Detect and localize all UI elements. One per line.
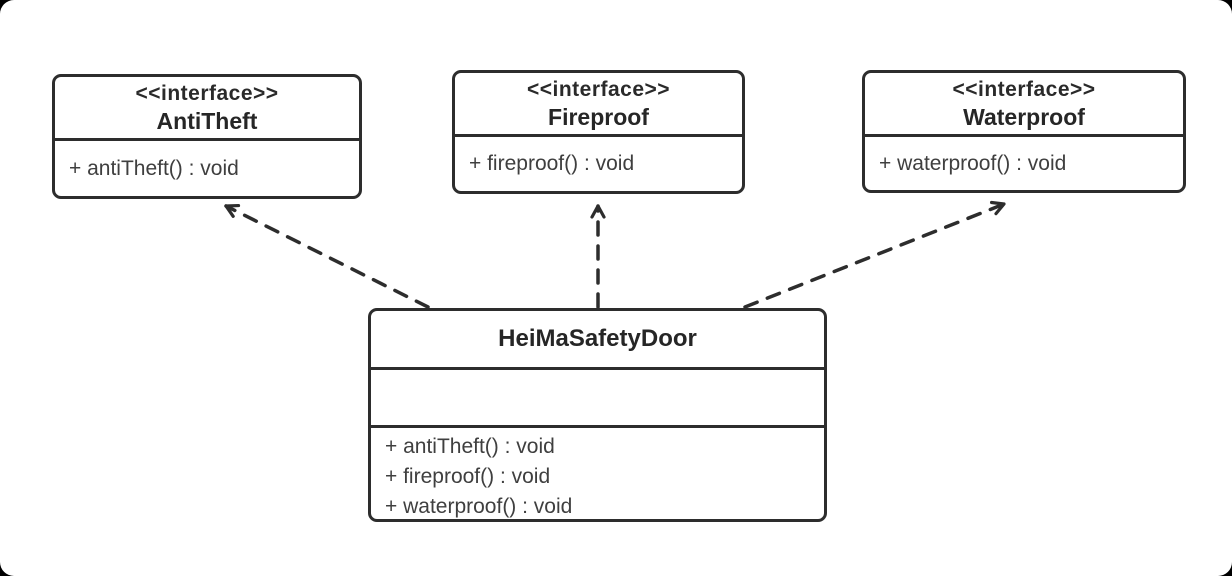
class-box-fireproof: <<interface>> Fireproof + fireproof() : … — [452, 70, 745, 194]
stereotype-label: <<interface>> — [952, 78, 1096, 101]
method-label: + fireproof() : void — [385, 465, 551, 488]
title-compartment: <<interface>> Waterproof — [865, 73, 1183, 134]
realization-arrow-antitheft — [224, 203, 430, 309]
class-name-antitheft: AntiTheft — [156, 108, 258, 134]
method-label: + fireproof() : void — [469, 152, 635, 175]
realization-arrow-waterproof — [743, 200, 1006, 309]
method-label: + antiTheft() : void — [385, 435, 555, 458]
class-box-heimasafetydoor: HeiMaSafetyDoor + antiTheft() : void + f… — [368, 308, 827, 522]
methods-compartment: + antiTheft() : void — [55, 138, 359, 196]
class-box-antitheft: <<interface>> AntiTheft + antiTheft() : … — [52, 74, 362, 199]
fields-compartment-empty — [371, 367, 824, 425]
stereotype-label: <<interface>> — [135, 82, 279, 105]
class-name-heimasafetydoor: HeiMaSafetyDoor — [498, 325, 697, 352]
methods-compartment: + waterproof() : void — [865, 134, 1183, 190]
title-compartment: <<interface>> Fireproof — [455, 73, 742, 134]
class-name-fireproof: Fireproof — [548, 104, 649, 130]
title-compartment: <<interface>> AntiTheft — [55, 77, 359, 138]
title-compartment: HeiMaSafetyDoor — [371, 311, 824, 367]
method-label: + antiTheft() : void — [69, 156, 239, 180]
methods-compartment: + antiTheft() : void + fireproof() : voi… — [371, 425, 824, 519]
method-label: + waterproof() : void — [385, 495, 573, 518]
stereotype-label: <<interface>> — [526, 78, 671, 101]
class-box-waterproof: <<interface>> Waterproof + waterproof() … — [862, 70, 1186, 193]
class-name-waterproof: Waterproof — [963, 104, 1085, 130]
method-label: + waterproof() : void — [879, 151, 1067, 175]
methods-compartment: + fireproof() : void — [455, 134, 742, 191]
